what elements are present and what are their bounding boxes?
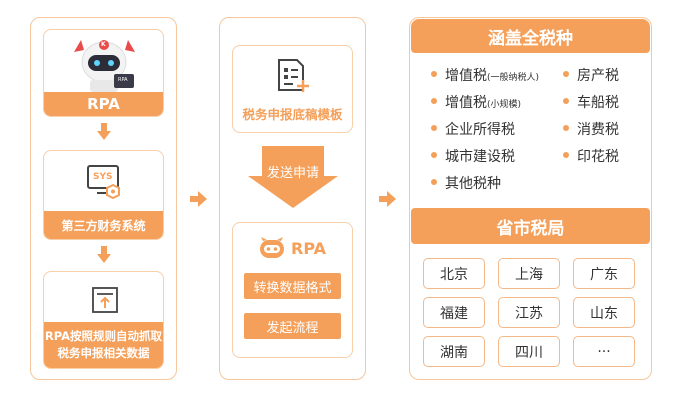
tax-bureau-header: 省市税局 [411, 208, 650, 244]
start-process-button[interactable]: 发起流程 [244, 313, 341, 339]
tax-item: 增值税(小规模) [431, 92, 521, 112]
robot-head-tag: K [101, 41, 106, 48]
sys-server-icon [87, 165, 120, 200]
bullet-dot [563, 71, 569, 77]
bullet-dot [431, 71, 437, 77]
rpa-label: RPA [291, 239, 326, 258]
rpa-card: RPA 转换数据格式 发起流程 [232, 222, 353, 358]
bullet-dot [431, 98, 437, 104]
robot-card: K RPA RPA [43, 29, 164, 117]
template-label: 税务申报底稿模板 [242, 107, 343, 122]
tax-item: 其他税种 [431, 173, 501, 193]
tax-note: (小规模) [487, 100, 522, 110]
tax-item: 城市建设税 [431, 146, 515, 166]
auto-fetch-line1: RPA按照规则自动抓取 [44, 329, 163, 343]
tax-name: 消费税 [577, 122, 619, 138]
tax-name: 其他税种 [445, 176, 501, 192]
submit-label: 发送申请 [266, 166, 319, 181]
arrow-down-1 [97, 123, 111, 140]
city-more-button[interactable]: ··· [573, 336, 635, 367]
tax-types-header: 涵盖全税种 [411, 19, 650, 53]
convert-format-button[interactable]: 转换数据格式 [244, 273, 341, 299]
auto-fetch-label: RPA按照规则自动抓取 税务申报相关数据 [44, 322, 163, 368]
robot-screen-text: RPA [118, 77, 128, 83]
rpa-robot-icon [260, 237, 284, 258]
finance-system-card: SYS 第三方财务系统 [43, 150, 164, 240]
tax-item: 印花税 [563, 146, 619, 166]
tax-name: 增值税 [445, 95, 487, 111]
city-button[interactable]: 北京 [423, 258, 485, 289]
tax-item: 企业所得税 [431, 119, 515, 139]
arrow-right-1 [190, 191, 207, 207]
tax-name: 房产税 [577, 68, 619, 84]
bullet-dot [431, 179, 437, 185]
arrow-down-2 [97, 246, 111, 263]
tax-note: (一般纳税人) [487, 73, 540, 83]
bullet-dot [563, 152, 569, 158]
tax-item: 增值税(一般纳税人) [431, 65, 539, 85]
tax-name: 城市建设税 [445, 149, 515, 165]
bullet-dot [431, 125, 437, 131]
tax-name: 企业所得税 [445, 122, 515, 138]
tax-item: 车船税 [563, 92, 619, 112]
tax-name: 车船税 [577, 95, 619, 111]
city-button[interactable]: 福建 [423, 297, 485, 328]
sys-icon-text: SYS [93, 172, 113, 182]
robot-label: RPA [44, 92, 163, 116]
auto-fetch-card: RPA按照规则自动抓取 税务申报相关数据 [43, 271, 164, 369]
city-button[interactable]: 四川 [498, 336, 560, 367]
upload-doc-icon [92, 287, 118, 313]
template-doc-icon [278, 59, 309, 92]
template-card: 税务申报底稿模板 [232, 45, 353, 133]
city-button[interactable]: 上海 [498, 258, 560, 289]
city-button[interactable]: 江苏 [498, 297, 560, 328]
city-button[interactable]: 广东 [573, 258, 635, 289]
city-button[interactable]: 湖南 [423, 336, 485, 367]
robot-icon [74, 40, 135, 92]
tax-name: 增值税 [445, 68, 487, 84]
bullet-dot [431, 152, 437, 158]
bullet-dot [563, 125, 569, 131]
bullet-dot [563, 98, 569, 104]
submit-arrow-shape [248, 146, 338, 208]
auto-fetch-line2: 税务申报相关数据 [57, 346, 150, 360]
tax-name: 印花税 [577, 149, 619, 165]
city-button[interactable]: 山东 [573, 297, 635, 328]
finance-system-label: 第三方财务系统 [44, 211, 163, 239]
tax-item: 房产税 [563, 65, 619, 85]
arrow-right-2 [379, 191, 396, 207]
tax-item: 消费税 [563, 119, 619, 139]
